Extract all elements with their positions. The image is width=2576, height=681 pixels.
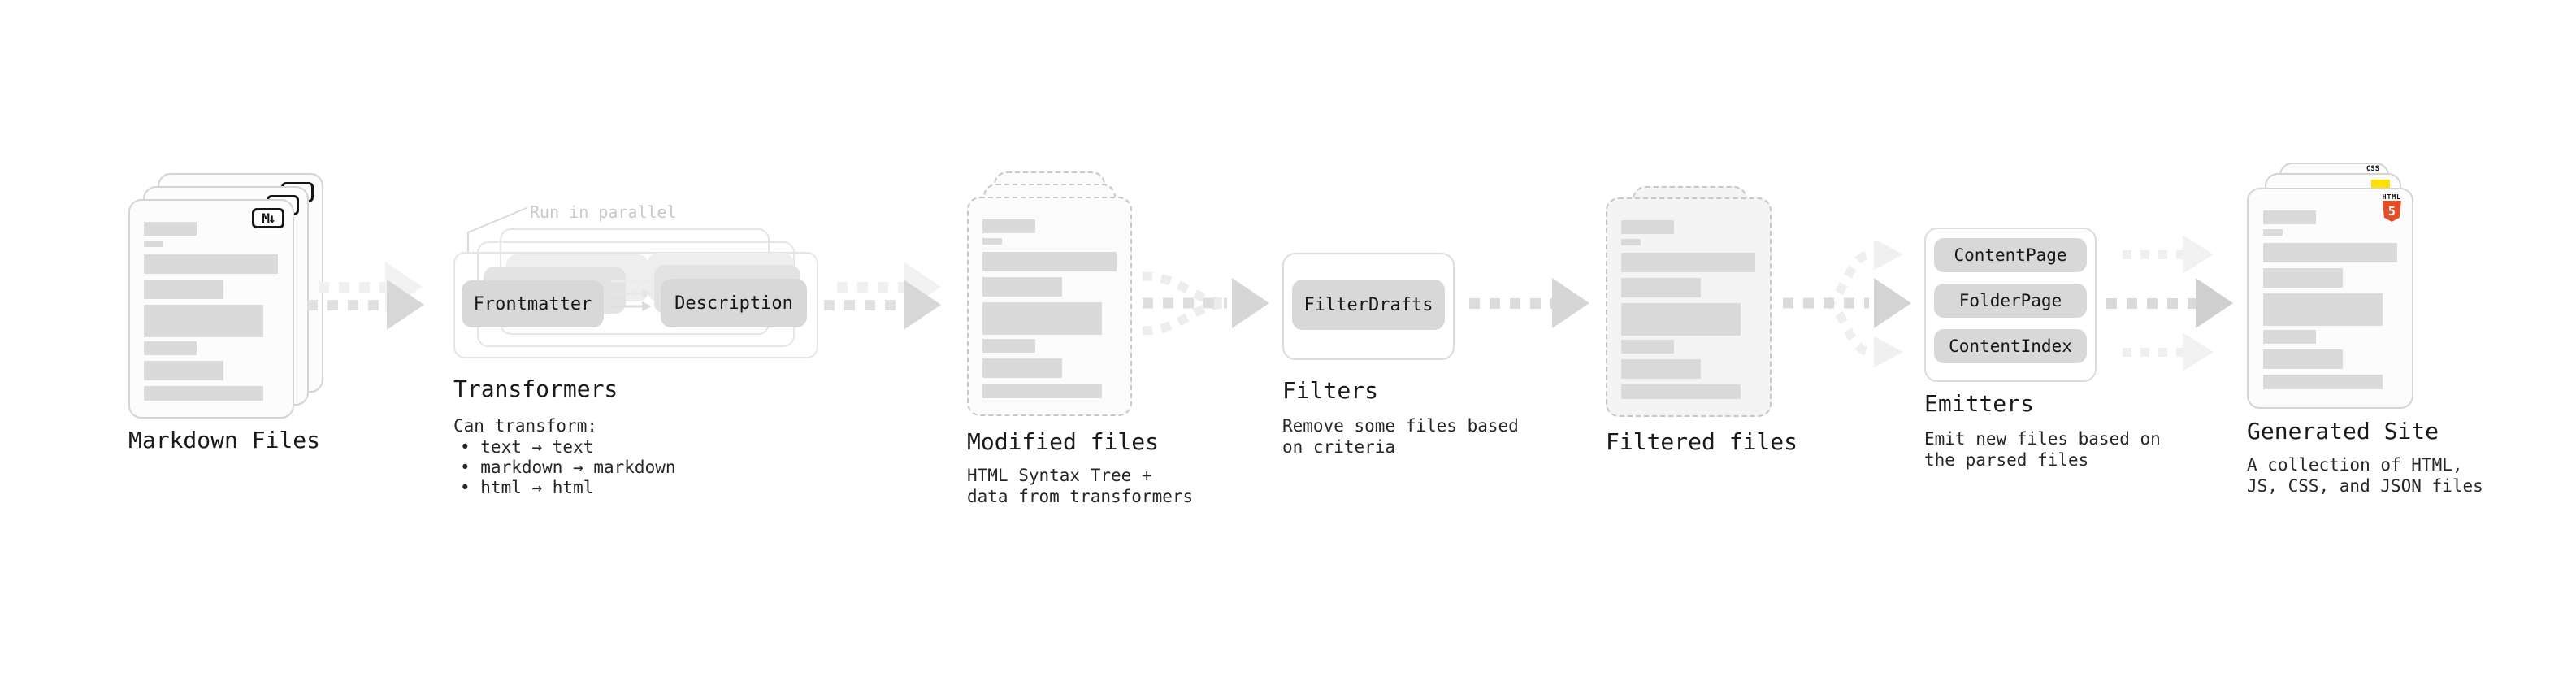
annotation-callout-line [467, 207, 527, 252]
doc-line [982, 302, 1102, 335]
doc-line [2263, 268, 2343, 288]
parallel-arrows-icon [611, 276, 652, 311]
doc-line [2263, 375, 2383, 389]
arrowhead-icon [2183, 332, 2214, 371]
filter-pill-filterdrafts: FilterDrafts [1292, 280, 1445, 330]
section-title-transformers: Transformers [453, 375, 618, 402]
doc-line [144, 280, 223, 299]
transformer-pill-frontmatter: Frontmatter [462, 280, 604, 327]
doc-line [144, 222, 197, 236]
modified-files-desc: HTML Syntax Tree + data from transformer… [967, 466, 1194, 506]
arrowhead-icon [1552, 278, 1589, 328]
filters-desc: Remove some files based on criteria [1282, 416, 1519, 457]
html5-badge-label: HTML [2382, 193, 2401, 201]
doc-content-lines [1621, 220, 1755, 399]
doc-line [1621, 239, 1641, 245]
section-title-emitters: Emitters [1924, 390, 2034, 417]
arrowhead-icon [387, 280, 424, 330]
doc-line [982, 252, 1117, 271]
transformers-bullet: • html → html [460, 478, 594, 497]
section-title-modified-files: Modified files [967, 428, 1160, 455]
generated-site-desc: A collection of HTML, JS, CSS, and JSON … [2247, 455, 2483, 496]
transformers-desc-heading: Can transform: [453, 416, 598, 436]
section-title-markdown-files: Markdown Files [128, 427, 321, 453]
file-card-front: M↓ [128, 199, 294, 419]
doc-line [2263, 293, 2383, 326]
transformer-container-front [453, 252, 818, 358]
doc-line [982, 339, 1035, 353]
section-title-filtered-files: Filtered files [1606, 428, 1798, 455]
emitters-desc: Emit new files based on the parsed files [1924, 429, 2161, 470]
arrow-main [307, 280, 424, 330]
arrow-lane-bottom [2123, 332, 2214, 371]
html5-badge-number: 5 [2382, 201, 2401, 222]
dash-line [837, 281, 904, 293]
arrow-filtered-to-emitters [1783, 241, 1911, 367]
html5-icon: HTML 5 [2383, 193, 2401, 222]
doc-line [1621, 340, 1674, 354]
dash-line [2106, 297, 2196, 309]
section-title-filters: Filters [1282, 377, 1379, 404]
doc-line [982, 384, 1102, 398]
emitter-pill-folderpage: FolderPage [1934, 284, 2087, 318]
transformer-pill-description: Description [661, 279, 807, 327]
doc-line [2263, 349, 2343, 369]
doc-line [1621, 220, 1674, 234]
arrow-lane-middle [2106, 278, 2233, 328]
file-card-front-html: HTML 5 [2247, 188, 2413, 409]
doc-content-lines [144, 222, 278, 401]
doc-line [1621, 253, 1755, 272]
doc-line [2263, 210, 2316, 224]
arrow-filters-to-filtered [1469, 278, 1589, 328]
arrowhead-icon [904, 280, 941, 330]
file-card-front [967, 197, 1132, 416]
doc-line [1621, 278, 1701, 297]
doc-content-lines [2263, 210, 2397, 389]
markdown-icon: M↓ [252, 208, 284, 228]
dash-line [824, 299, 904, 310]
dash-line [307, 299, 387, 310]
doc-line [2263, 243, 2397, 262]
css-badge-label: CSS [2366, 165, 2380, 173]
doc-line [1621, 359, 1701, 379]
doc-line [2263, 330, 2316, 344]
doc-content-lines [982, 219, 1117, 398]
arrowhead-icon [1232, 278, 1269, 328]
doc-line [982, 219, 1035, 233]
arrowhead-icon [1874, 278, 1911, 328]
doc-line [982, 238, 1002, 245]
arrowhead-icon [1874, 241, 1903, 270]
doc-line [1621, 384, 1741, 399]
arrow-main [824, 280, 941, 330]
dash-line [2123, 249, 2183, 259]
arrowhead-icon [2183, 235, 2214, 274]
arrowhead-icon [2196, 278, 2233, 328]
doc-line [144, 241, 163, 247]
doc-line [144, 305, 263, 337]
section-title-generated-site: Generated Site [2247, 418, 2439, 445]
emitter-pill-contentindex: ContentIndex [1934, 329, 2087, 363]
doc-line [982, 277, 1062, 297]
doc-line [1621, 303, 1741, 336]
file-card-front [1606, 197, 1772, 417]
arrow-lane-top [2123, 235, 2214, 274]
dash-line [2123, 347, 2183, 357]
transformers-bullet: • text → text [460, 437, 594, 457]
arrowhead-icon [1874, 336, 1903, 367]
transformers-bullet: • markdown → markdown [460, 458, 676, 477]
doc-line [144, 254, 278, 274]
doc-line [982, 358, 1062, 378]
dash-line [1469, 297, 1552, 309]
doc-line [144, 341, 197, 355]
run-in-parallel-annotation: Run in parallel [530, 202, 677, 222]
doc-line [2263, 229, 2283, 236]
doc-line [144, 361, 223, 380]
doc-line [144, 386, 263, 401]
emitter-pill-contentpage: ContentPage [1934, 238, 2087, 272]
dash-line [319, 281, 385, 293]
arrow-modified-to-filters [1142, 271, 1269, 336]
